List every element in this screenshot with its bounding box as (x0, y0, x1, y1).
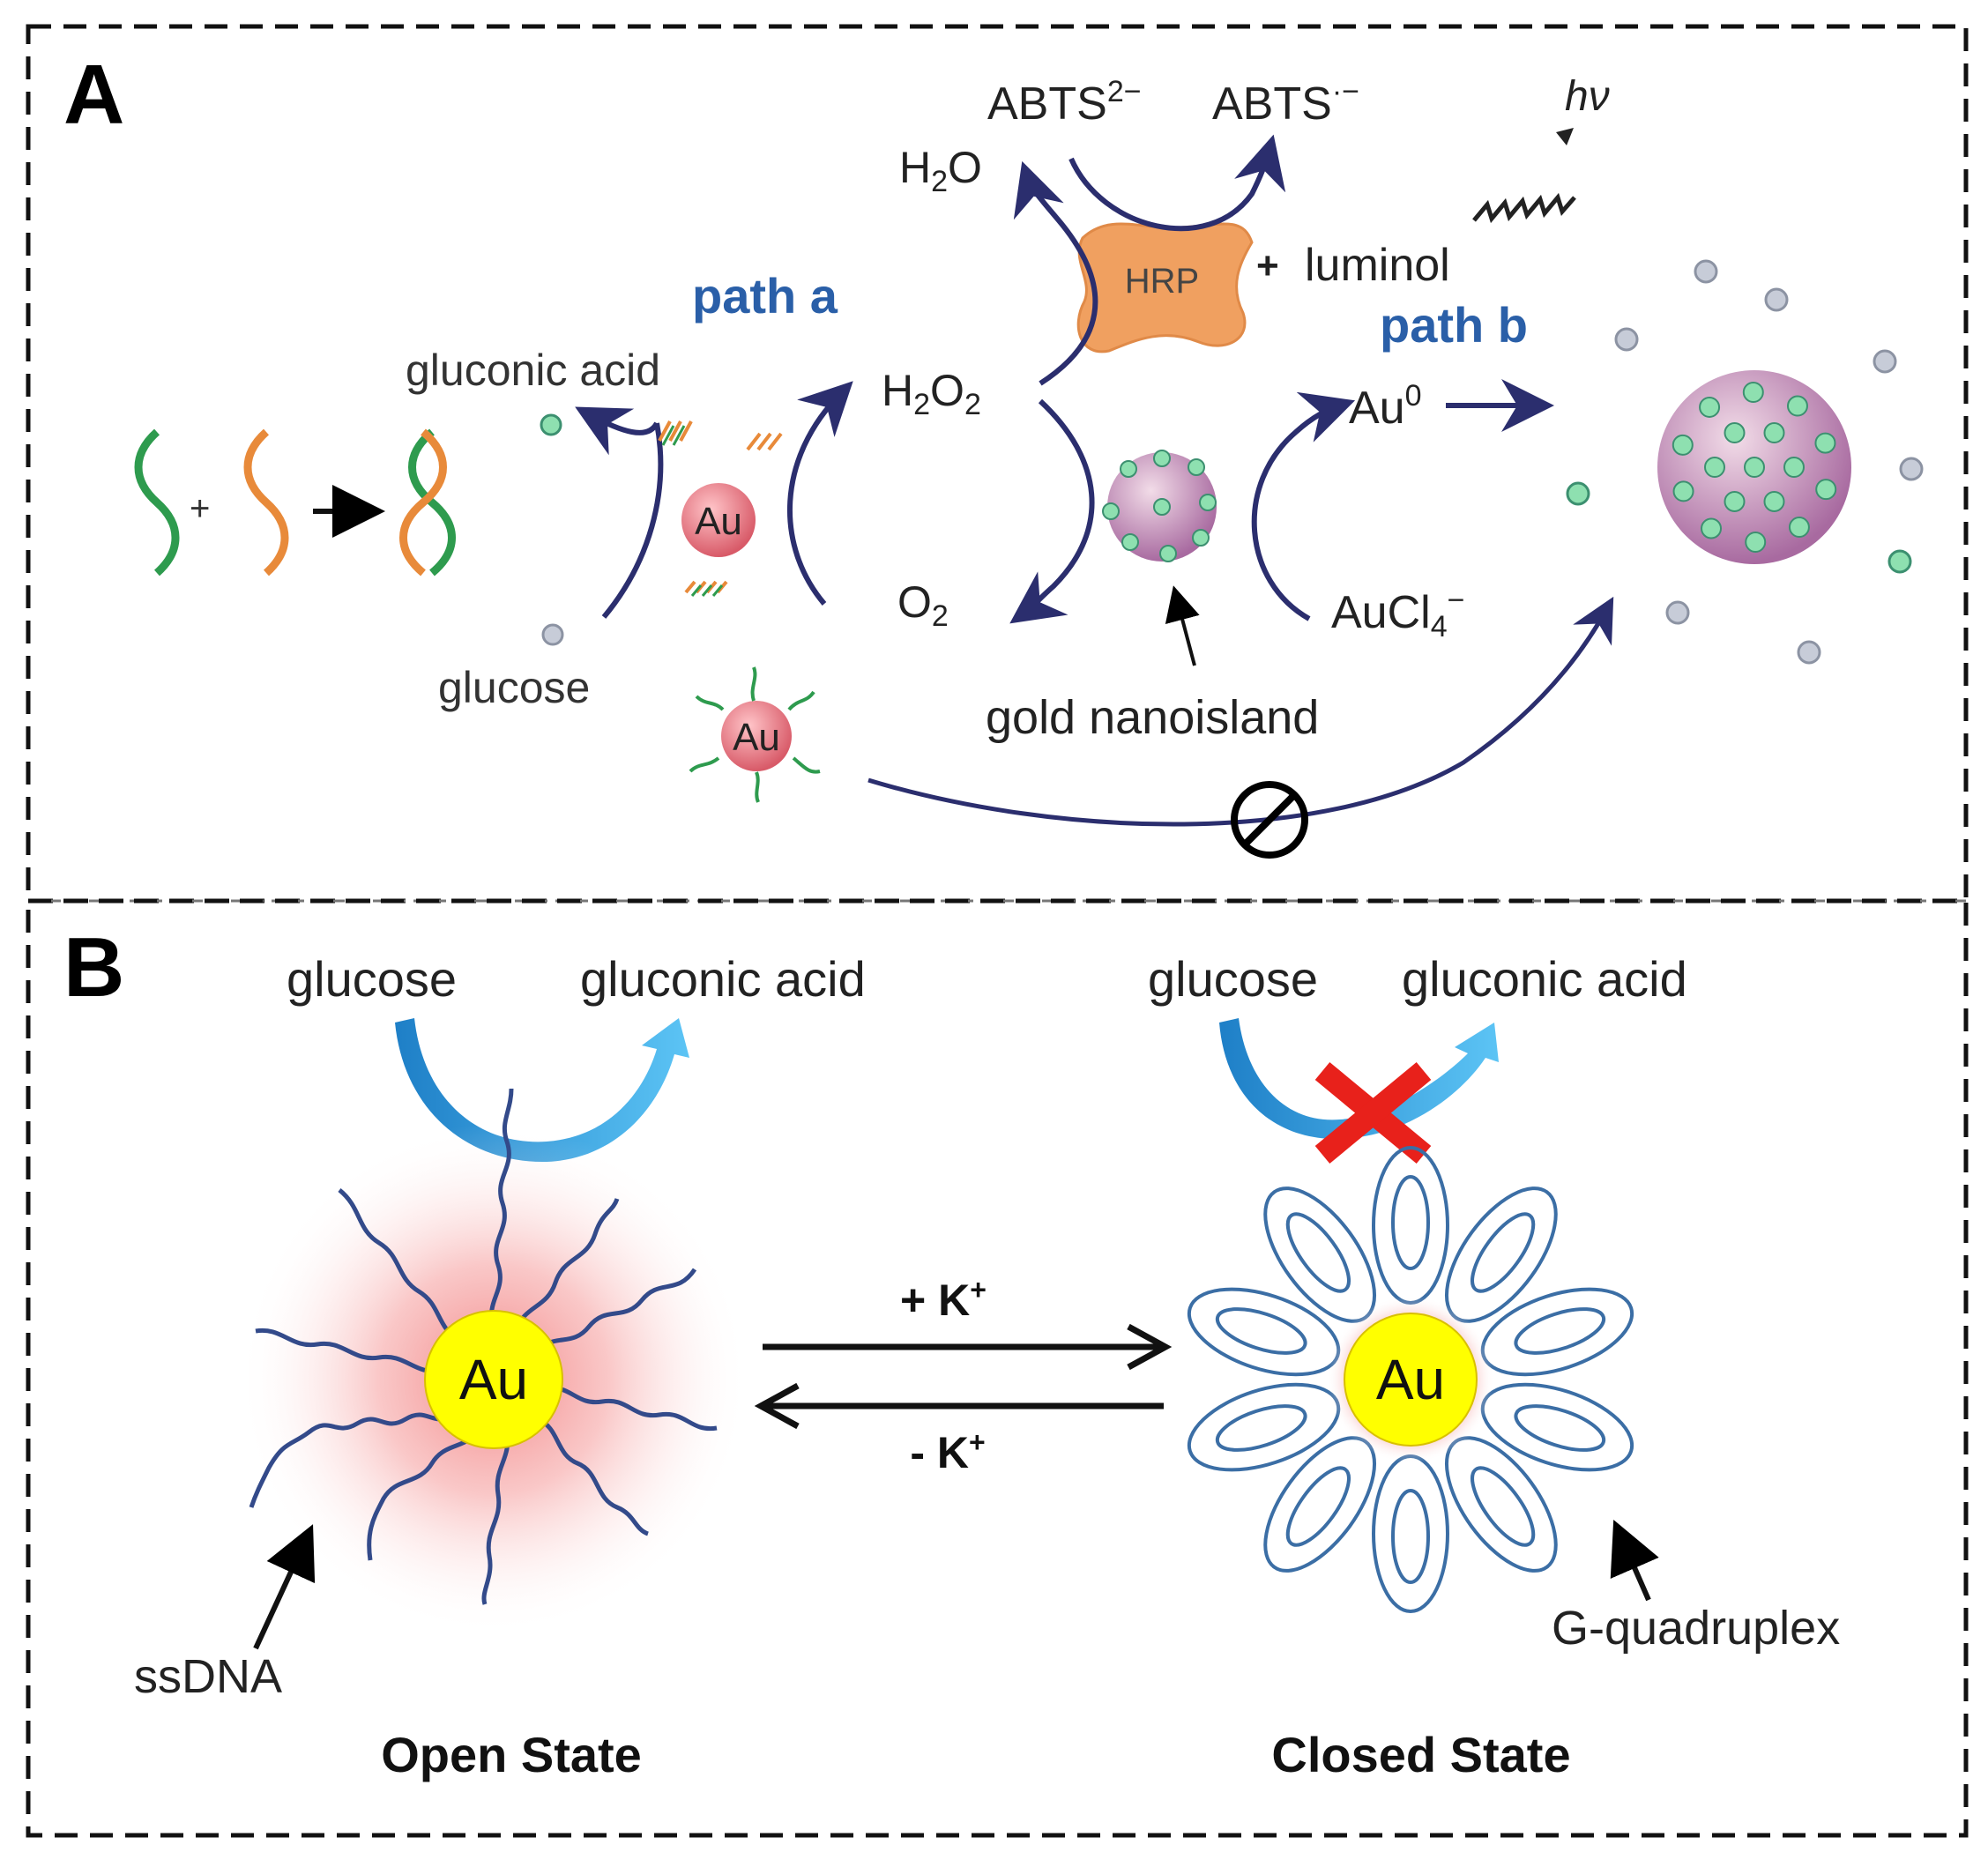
au-open-label: Au (459, 1348, 528, 1411)
glucose-to-au-curve (601, 422, 664, 619)
plus-k-label: + K+ (900, 1274, 987, 1325)
bound-molecule-icon (1786, 395, 1808, 417)
ssdna-label: ssDNA (134, 1650, 282, 1703)
light-emission-head (1556, 128, 1574, 145)
gluconic-acid-label: gluconic acid (406, 346, 660, 395)
au-to-gluconic-arrow (575, 406, 659, 456)
au-catalyst-particle: Au (681, 483, 756, 557)
dna-green-strand (134, 428, 180, 576)
nanoisland-pointer-arrow (1165, 585, 1200, 666)
o2-label: O2 (897, 577, 949, 633)
panel-b-letter: B (63, 920, 124, 1015)
bound-molecule-icon (1744, 457, 1765, 478)
bound-molecule-icon (1745, 531, 1767, 553)
h2o2-to-o2-arrow (1009, 398, 1095, 624)
au-open-particle: Au (424, 1310, 563, 1449)
quadruplex-loop (1187, 1382, 1341, 1472)
aucl4-label: AuCl4− (1331, 584, 1465, 643)
path-b-label: path b (1380, 297, 1528, 353)
glucose-label: glucose (438, 663, 590, 712)
scattered-molecules (1566, 259, 1924, 665)
gold-nanoisland-particle (1102, 450, 1217, 562)
bound-molecule-icon (1672, 480, 1694, 502)
gluconic-molecule-icon (540, 413, 562, 436)
panel-b-frame (26, 898, 1969, 1838)
bound-molecule-icon (1742, 382, 1764, 404)
path-a-label: path a (692, 268, 838, 324)
panel-a-letter: A (63, 48, 124, 142)
bound-molecule-icon (1672, 434, 1694, 456)
dna-orange-strand (243, 428, 289, 576)
bound-molecule-icon (1788, 517, 1810, 539)
h2o-label: H2O (899, 143, 982, 198)
dna-fragments (658, 420, 783, 597)
bound-molecule-icon (1724, 422, 1746, 444)
aucl4-to-au0-arrow (1251, 391, 1356, 621)
reverse-arrow-head (754, 1382, 800, 1430)
bound-molecule-icon (1814, 432, 1836, 454)
abts-radical-label: ABTS·− (1212, 75, 1359, 130)
minus-k-label: - K+ (910, 1426, 985, 1477)
ssdna-strands (249, 1088, 718, 1605)
quadruplex-pointer-arrow (1610, 1520, 1659, 1602)
abts-reduced-label: ABTS2− (987, 75, 1142, 130)
au0-label: Au0 (1349, 379, 1422, 434)
luminol-plus-sign: + (1256, 244, 1279, 287)
au-blocked-particle: Au (689, 666, 821, 803)
forward-arrow-head (1127, 1323, 1173, 1371)
gold-nanoisland-label: gold nanoisland (986, 691, 1319, 744)
bound-molecule-icon (1815, 479, 1837, 501)
dna-plus-sign: + (190, 489, 210, 528)
g-quadruplex-label: G-quadruplex (1552, 1602, 1840, 1655)
grown-gold-particle (1657, 370, 1851, 564)
h2o2-label: H2O2 (882, 366, 981, 421)
open-gluconic-label: gluconic acid (580, 951, 866, 1007)
blocked-growth-arrow (867, 596, 1614, 827)
quadruplex-loop (1187, 1287, 1341, 1377)
hrp-label: HRP (1125, 262, 1199, 301)
au-catalyst-label: Au (695, 500, 742, 543)
closed-gluconic-label: gluconic acid (1402, 951, 1687, 1007)
abts-oxidation-arrow (1068, 134, 1286, 232)
hv-label: hν (1565, 73, 1610, 120)
dna-duplex (399, 428, 456, 576)
bound-molecule-icon (1783, 457, 1805, 478)
prohibited-icon (1231, 781, 1308, 859)
open-glucose-label: glucose (287, 951, 457, 1007)
quadruplex-loop (1480, 1287, 1634, 1377)
blocked-cross-icon (1314, 1061, 1432, 1164)
au-closed-particle: Au (1344, 1313, 1478, 1447)
bound-molecule-icon (1724, 490, 1746, 512)
open-state-label: Open State (381, 1727, 642, 1782)
bound-molecule-icon (1701, 517, 1723, 539)
quadruplex-loop (1372, 1454, 1449, 1613)
glucose-molecule-icon (541, 623, 564, 646)
closed-state-label: Closed State (1271, 1727, 1570, 1782)
o2-to-h2o2-arrow-left (787, 381, 853, 606)
closed-catalysis-arrow (1219, 1018, 1499, 1139)
closed-glucose-label: glucose (1148, 951, 1318, 1007)
au-blocked-label: Au (733, 716, 780, 759)
bound-molecule-icon (1763, 490, 1785, 512)
g-quadruplex-loops (1187, 1146, 1634, 1613)
quadruplex-loop (1372, 1146, 1449, 1305)
ssdna-pointer-arrow (253, 1524, 316, 1650)
hrp-enzyme: HRP (1076, 222, 1254, 353)
quadruplex-loop (1480, 1382, 1634, 1472)
light-emission-zigzag (1472, 192, 1576, 224)
luminol-label: luminol (1305, 240, 1450, 291)
bound-molecule-icon (1763, 422, 1785, 444)
h2o2-to-h2o-arrow (1013, 160, 1098, 386)
bound-molecule-icon (1699, 396, 1721, 418)
bound-molecule-icon (1704, 457, 1725, 478)
au-closed-label: Au (1376, 1348, 1445, 1411)
